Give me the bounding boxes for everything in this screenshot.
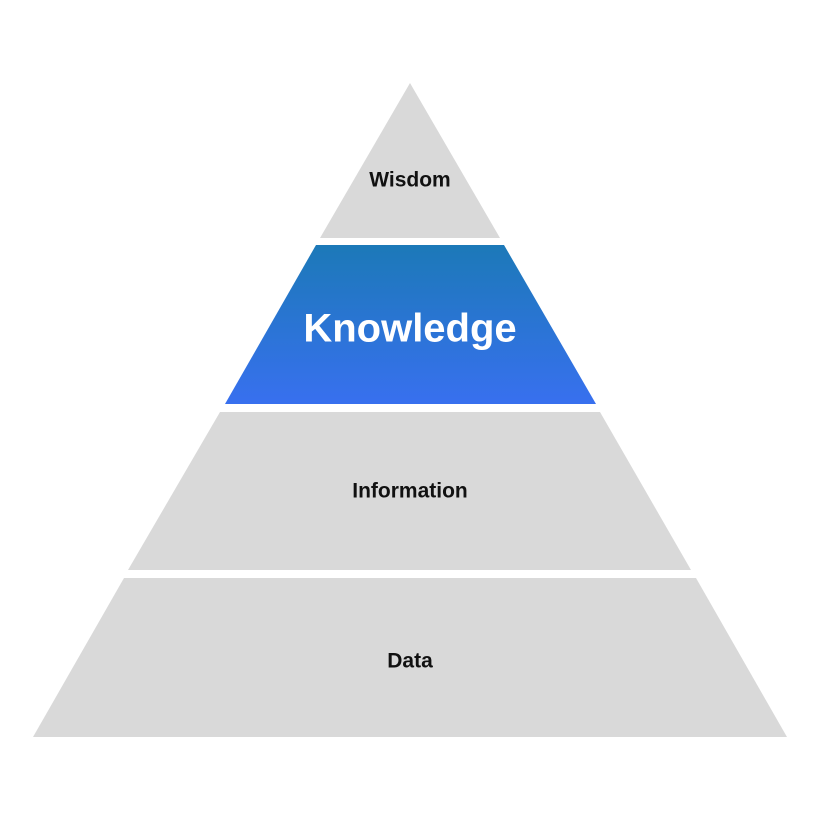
tier-information-label: Information [352,480,468,503]
tier-knowledge [225,245,596,404]
tier-information [128,412,691,570]
tier-data-label: Data [387,650,433,673]
tier-knowledge-label: Knowledge [303,307,516,351]
tier-wisdom [320,83,500,238]
tier-data [33,578,787,737]
tier-wisdom-label: Wisdom [369,169,450,192]
